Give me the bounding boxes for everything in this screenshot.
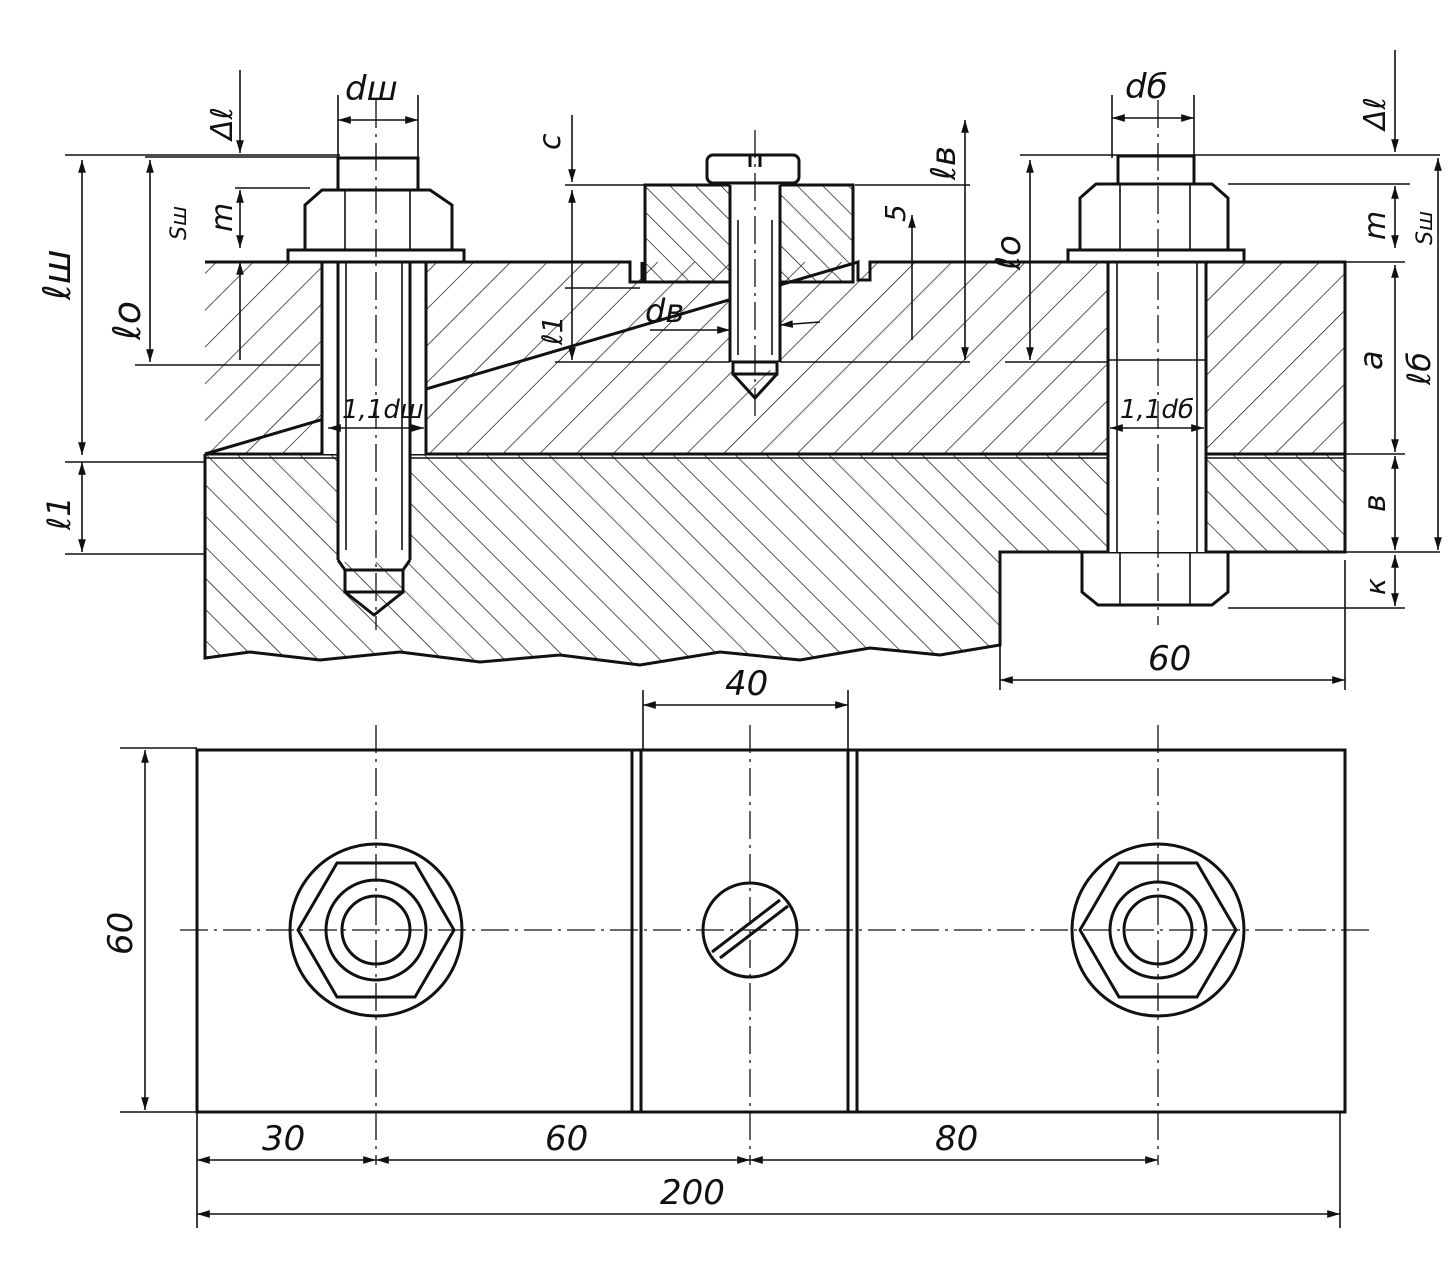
dim-200: 200 — [660, 1173, 725, 1213]
section-view: dш dб Δℓ m Sш ℓш ℓo ℓ1 1,1dш c ℓ1 dв ℓв … — [35, 50, 1442, 690]
label-d-w: dш — [345, 69, 398, 109]
label-l-o-left: ℓo — [105, 301, 149, 341]
label-a: a — [1352, 350, 1390, 370]
label-l-1-left: ℓ1 — [40, 496, 78, 531]
label-s-w-right: Sш — [1413, 211, 1438, 245]
label-k: к — [1359, 578, 1392, 595]
label-delta-l-left: Δℓ — [205, 107, 240, 142]
label-l-w: ℓш — [35, 250, 79, 301]
label-five: 5 — [879, 204, 912, 222]
label-s-w-left: Sш — [167, 206, 192, 240]
label-l-1-mid: ℓ1 — [536, 316, 569, 346]
dim-60-vert: 60 — [101, 912, 141, 955]
label-c: c — [533, 133, 568, 150]
dim-30: 30 — [262, 1119, 305, 1159]
dim-60-top: 60 — [1148, 639, 1191, 679]
label-b: в — [1358, 494, 1393, 512]
label-d-b: dб — [1125, 67, 1168, 107]
label-m-left: m — [205, 203, 240, 232]
dim-80: 80 — [935, 1119, 978, 1159]
label-m-right: m — [1358, 211, 1393, 240]
label-d-v: dв — [645, 292, 684, 330]
plan-view: 40 60 30 60 80 200 — [101, 664, 1370, 1228]
dim-60-bottom: 60 — [545, 1119, 588, 1159]
dim-40: 40 — [725, 664, 768, 704]
left-stud — [286, 156, 466, 617]
dimension-lines — [78, 50, 1442, 684]
extension-lines — [65, 95, 1440, 690]
label-l-o-right: ℓo — [989, 235, 1029, 271]
label-tol-left: 1,1dш — [342, 395, 424, 425]
label-delta-l-right: Δℓ — [1358, 97, 1393, 132]
label-tol-right: 1,1dб — [1120, 395, 1194, 425]
section-labels: dш dб Δℓ m Sш ℓш ℓo ℓ1 1,1dш c ℓ1 dв ℓв … — [35, 67, 1438, 679]
label-l-v: ℓв — [924, 146, 964, 181]
right-bolt — [1066, 154, 1246, 607]
label-l-b: ℓб — [1400, 352, 1438, 386]
